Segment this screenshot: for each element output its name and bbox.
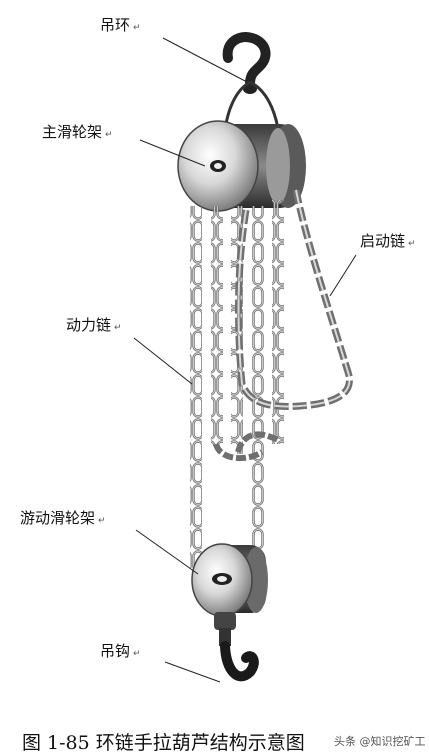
leader-moving-pulley-frame (135, 529, 199, 575)
return-mark: ↵ (133, 649, 141, 659)
return-mark: ↵ (98, 516, 106, 526)
label-main-pulley-frame: 主滑轮架↵ (42, 123, 113, 141)
moving-pulley-frame (191, 543, 268, 617)
main-pulley-frame (177, 120, 306, 212)
leader-lines (133, 37, 357, 683)
hook-icon (214, 612, 259, 682)
label-power-chain: 动力链↵ (66, 316, 122, 334)
figure-caption: 图 1-85 环链手拉葫芦结构示意图 (22, 732, 305, 754)
return-mark: ↵ (133, 23, 141, 33)
watermark: 头条 @知识挖矿工 (334, 735, 426, 748)
return-mark: ↵ (114, 323, 122, 333)
label-hook: 吊钩↵ (100, 642, 141, 660)
leader-power-chain (133, 337, 193, 385)
leader-start-chain (329, 254, 357, 297)
label-moving-pulley-frame: 游动滑轮架↵ (20, 509, 106, 527)
power-chain (190, 200, 284, 568)
start-chain (235, 189, 353, 410)
return-mark: ↵ (105, 130, 113, 140)
label-hanging-ring: 吊环↵ (100, 16, 141, 34)
leader-main-pulley-frame (139, 139, 206, 167)
return-mark: ↵ (408, 239, 416, 249)
leader-hanging-ring (162, 37, 248, 83)
leader-hook (164, 661, 221, 683)
label-start-chain: 启动链↵ (360, 232, 416, 250)
